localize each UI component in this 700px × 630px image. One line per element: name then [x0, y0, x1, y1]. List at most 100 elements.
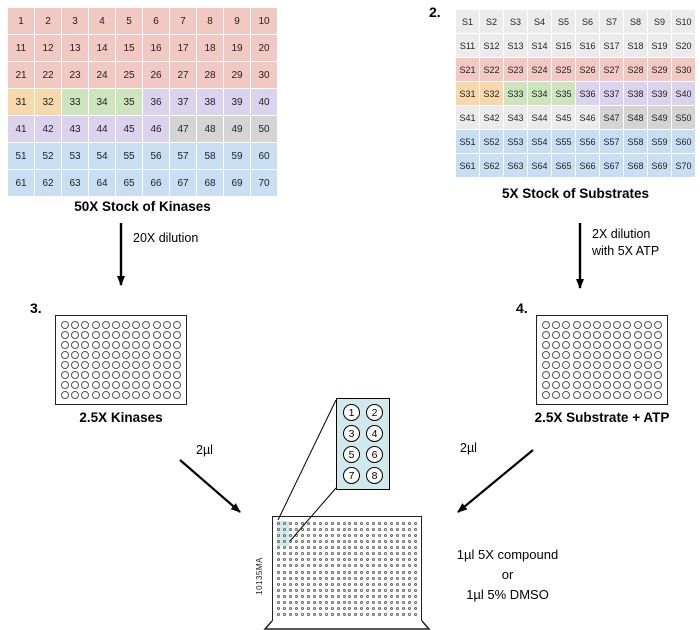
well [395, 570, 399, 574]
well [330, 527, 334, 531]
well [336, 595, 340, 599]
tube-cell-S13: S13 [504, 34, 527, 57]
well [366, 558, 370, 562]
well [582, 371, 591, 379]
substrate-grid-label: 5X Stock of Substrates [501, 186, 650, 201]
well [283, 595, 287, 599]
well [81, 351, 90, 359]
well [283, 539, 287, 543]
tube-cell-S26: S26 [576, 58, 599, 81]
well [312, 570, 316, 574]
tube-cell-12: 12 [35, 35, 61, 61]
well [152, 321, 161, 329]
well [336, 552, 340, 556]
well [395, 588, 399, 592]
well [295, 564, 299, 568]
well [401, 527, 405, 531]
tube-cell-S3: S3 [504, 10, 527, 33]
well [330, 564, 334, 568]
well [378, 595, 382, 599]
well [336, 533, 340, 537]
well [383, 570, 387, 574]
well [372, 576, 376, 580]
well [301, 601, 305, 605]
well [552, 391, 561, 399]
well [562, 391, 571, 399]
well [582, 391, 591, 399]
tube-cell-S6: S6 [576, 10, 599, 33]
well [172, 391, 181, 399]
well [324, 570, 328, 574]
well [283, 601, 287, 605]
well [354, 582, 358, 586]
well [401, 570, 405, 574]
well [366, 570, 370, 574]
well [401, 613, 405, 617]
well [277, 595, 281, 599]
tube-cell-S16: S16 [576, 34, 599, 57]
well [324, 607, 328, 611]
tube-cell-42: 42 [35, 116, 61, 142]
well [366, 601, 370, 605]
well [132, 321, 141, 329]
well [172, 341, 181, 349]
well [289, 533, 293, 537]
well [162, 351, 171, 359]
well [395, 539, 399, 543]
inset-well-5: 5 [343, 446, 360, 463]
tube-cell-3: 3 [62, 8, 88, 34]
well [633, 341, 642, 349]
well [643, 341, 652, 349]
well [643, 391, 652, 399]
well [582, 361, 591, 369]
well [348, 570, 352, 574]
well [366, 552, 370, 556]
well [633, 361, 642, 369]
tube-cell-23: 23 [62, 62, 88, 88]
well [283, 546, 287, 550]
well [401, 595, 405, 599]
well [592, 371, 601, 379]
well [277, 564, 281, 568]
well [643, 351, 652, 359]
well [592, 391, 601, 399]
well [111, 321, 120, 329]
well [603, 361, 612, 369]
well [360, 576, 364, 580]
well [401, 564, 405, 568]
well [312, 588, 316, 592]
well [324, 613, 328, 617]
well [401, 552, 405, 556]
well [653, 321, 662, 329]
well [301, 576, 305, 580]
well [383, 539, 387, 543]
well [342, 595, 346, 599]
well [318, 558, 322, 562]
well [172, 351, 181, 359]
well [383, 533, 387, 537]
well [623, 331, 632, 339]
tube-cell-40: 40 [251, 89, 277, 115]
tube-cell-S58: S58 [624, 130, 647, 153]
well [413, 595, 417, 599]
kinase-transfer-arrow [179, 459, 241, 513]
well [542, 331, 551, 339]
well [71, 391, 80, 399]
tube-cell-20: 20 [251, 35, 277, 61]
well [623, 351, 632, 359]
well [653, 331, 662, 339]
well [142, 321, 151, 329]
well [101, 341, 110, 349]
substrate-dilution-label-line2: with 5X ATP [592, 244, 660, 258]
well [61, 361, 70, 369]
tube-cell-52: 52 [35, 143, 61, 169]
well [312, 564, 316, 568]
step-2-label: 2. [429, 4, 441, 20]
well [295, 601, 299, 605]
well [81, 381, 90, 389]
well [289, 570, 293, 574]
well [366, 613, 370, 617]
tube-cell-S19: S19 [648, 34, 671, 57]
well [283, 570, 287, 574]
